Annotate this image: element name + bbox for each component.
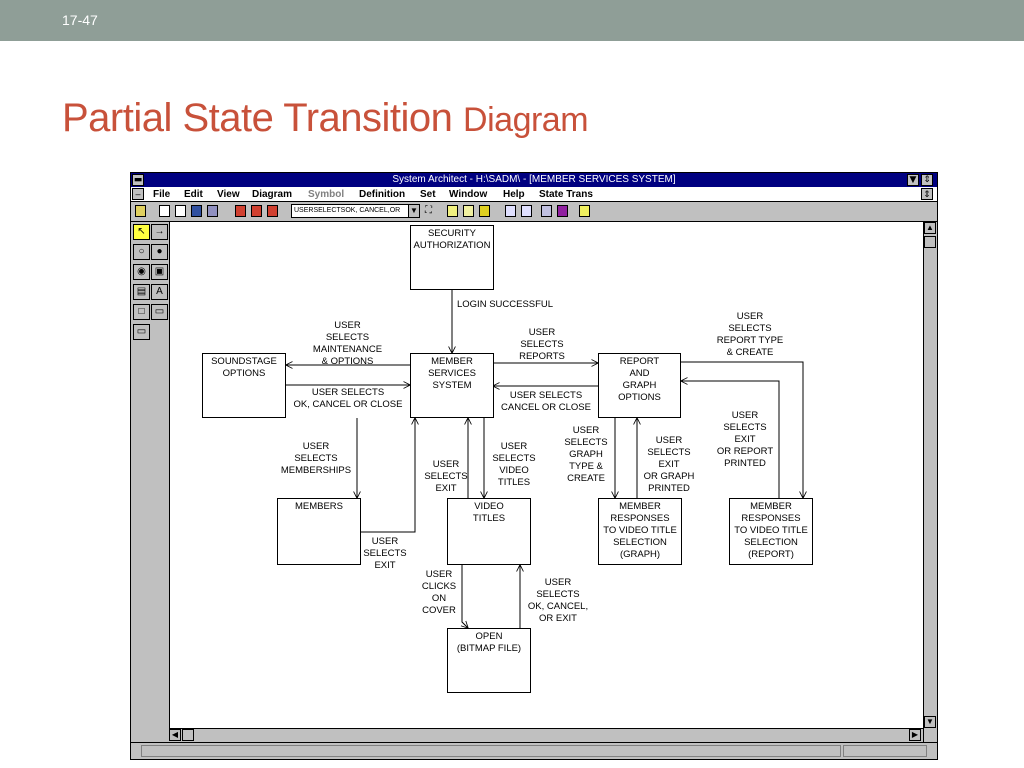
toolbar-cut-icon[interactable] xyxy=(447,205,458,217)
window-title: System Architect - H:\SADM\ - [MEMBER SE… xyxy=(392,174,676,185)
system-menu-icon[interactable]: ▬ xyxy=(132,174,144,186)
menu-help[interactable]: Help xyxy=(503,189,525,200)
window-titlebar: System Architect - H:\SADM\ - [MEMBER SE… xyxy=(131,173,937,187)
label-selects-maintenance: USER SELECTS MAINTENANCE & OPTIONS xyxy=(312,320,383,367)
state-member-responses-graph[interactable]: MEMBER RESPONSES TO VIDEO TITLE SELECTIO… xyxy=(598,498,682,565)
label-cancel-or-close: USER SELECTS CANCEL OR CLOSE xyxy=(501,390,591,413)
slide-header-bar: 17-47 xyxy=(0,0,1024,41)
menu-set[interactable]: Set xyxy=(420,189,436,200)
toolbar-color-icon[interactable] xyxy=(557,205,568,217)
toolbar-save-icon[interactable] xyxy=(191,205,202,217)
state-box-tool-icon[interactable]: □ xyxy=(133,304,150,320)
comment-tool-icon[interactable]: ▭ xyxy=(151,304,168,320)
status-bar xyxy=(131,742,937,759)
pointer-tool-icon[interactable]: ↖ xyxy=(133,224,150,240)
menu-view[interactable]: View xyxy=(217,189,240,200)
toolbar-encyclopedia-icon[interactable] xyxy=(235,205,246,217)
menu-edit[interactable]: Edit xyxy=(184,189,203,200)
menu-window[interactable]: Window xyxy=(449,189,488,200)
state-video-titles[interactable]: VIDEO TITLES xyxy=(447,498,531,565)
minimize-icon[interactable]: ▼ xyxy=(907,174,919,186)
scroll-down-icon[interactable]: ▼ xyxy=(924,716,936,728)
label-members-exit: USER SELECTS EXIT xyxy=(363,536,407,571)
scroll-left-icon[interactable]: ◀ xyxy=(169,729,181,741)
arrow-report-exit xyxy=(681,381,780,498)
arrow-clicks-cover xyxy=(462,565,468,628)
slide-title: Partial State Transition Diagram xyxy=(62,96,589,142)
arrow-report-type xyxy=(681,361,803,498)
toolbar-print-icon[interactable] xyxy=(207,205,218,217)
circle-tool-icon[interactable]: ○ xyxy=(133,244,150,260)
toolbar-clipboard-icon[interactable] xyxy=(479,205,490,217)
scroll-up-icon[interactable]: ▲ xyxy=(924,222,936,234)
label-graph-exit-printed: USER SELECTS EXIT OR GRAPH PRINTED xyxy=(643,435,695,494)
state-member-responses-report[interactable]: MEMBER RESPONSES TO VIDEO TITLE SELECTIO… xyxy=(729,498,813,565)
state-member-services-system[interactable]: MEMBER SERVICES SYSTEM xyxy=(410,353,494,418)
slide-title-tail: Diagram xyxy=(463,101,589,139)
label-ok-cancel-close: USER SELECTS OK, CANCEL OR CLOSE xyxy=(293,387,403,410)
note-tool-icon[interactable]: ▤ xyxy=(133,284,150,300)
diagram-canvas[interactable] xyxy=(169,222,923,728)
toolbar-align-center-icon[interactable] xyxy=(521,205,532,217)
final-state-tool-icon[interactable]: ◉ xyxy=(133,264,150,280)
menu-file[interactable]: File xyxy=(153,189,171,200)
binoculars-icon[interactable]: ⛶ xyxy=(425,205,436,217)
state-report-graph-options[interactable]: REPORT AND GRAPH OPTIONS xyxy=(598,353,681,418)
toolbar-lightning-icon[interactable] xyxy=(579,205,590,217)
label-report-type-create: USER SELECTS REPORT TYPE & CREATE xyxy=(716,311,784,358)
label-selects-video-titles: USER SELECTS VIDEO TITLES xyxy=(492,441,536,488)
menu-bar: – File Edit View Diagram Symbol Definiti… xyxy=(131,187,937,202)
label-login-successful: LOGIN SUCCESSFUL xyxy=(457,299,554,310)
toolbar-align-left-icon[interactable] xyxy=(505,205,516,217)
toolbar-open-icon[interactable] xyxy=(135,205,146,217)
menu-diagram[interactable]: Diagram xyxy=(252,189,293,200)
horizontal-scroll-thumb[interactable] xyxy=(182,729,194,741)
arrow-members-exit xyxy=(361,418,415,533)
label-report-exit-printed: USER SELECTS EXIT OR REPORT PRINTED xyxy=(716,410,774,469)
toolbar: USERSELECTSOK, CANCEL,OR ▼ ⛶ xyxy=(131,202,937,222)
label-video-exit: USER SELECTS EXIT xyxy=(424,459,468,494)
vertical-scroll-thumb[interactable] xyxy=(924,236,936,248)
toolbar-definition-icon[interactable] xyxy=(251,205,262,217)
state-open-bitmap-file[interactable]: OPEN (BITMAP FILE) xyxy=(447,628,531,693)
toolbar-copy-icon[interactable] xyxy=(175,205,186,217)
vertical-scrollbar[interactable]: ▲ ▼ xyxy=(923,222,937,742)
menu-symbol[interactable]: Symbol xyxy=(308,189,345,200)
label-selects-memberships: USER SELECTS MEMBERSHIPS xyxy=(280,441,352,476)
state-soundstage-options[interactable]: SOUNDSTAGE OPTIONS xyxy=(202,353,286,418)
toolbar-report-icon[interactable] xyxy=(267,205,278,217)
restore-icon[interactable]: ⇕ xyxy=(921,174,933,186)
slide-title-main: Partial State Transition xyxy=(62,96,453,140)
transition-tool-icon[interactable]: → xyxy=(151,224,168,240)
state-security-authorization[interactable]: SECURITY AUTHORIZATION xyxy=(410,225,494,290)
label-selects-reports: USER SELECTS REPORTS xyxy=(519,327,565,362)
toolbar-new-icon[interactable] xyxy=(159,205,170,217)
document-restore-icon[interactable]: ⇕ xyxy=(921,188,933,200)
picture-tool-icon[interactable]: ▣ xyxy=(151,264,168,280)
symbol-palette: ↖ → ○ ● ◉ ▣ ▤ A □ ▭ ▭ xyxy=(131,222,169,742)
label-graph-type-create: USER SELECTS GRAPH TYPE & CREATE xyxy=(564,425,608,484)
toolbar-align-right-icon[interactable] xyxy=(541,205,552,217)
toolbar-paste-icon[interactable] xyxy=(463,205,474,217)
menu-definition[interactable]: Definition xyxy=(359,189,406,200)
horizontal-scrollbar[interactable]: ◀ ▶ xyxy=(169,728,923,742)
slide-number: 17-47 xyxy=(62,12,98,28)
text-tool-icon[interactable]: A xyxy=(151,284,168,300)
state-members[interactable]: MEMBERS xyxy=(277,498,361,565)
status-field-right xyxy=(843,745,927,757)
menu-state-trans[interactable]: State Trans xyxy=(539,189,593,200)
label-clicks-on-cover: USER CLICKS ON COVER xyxy=(421,569,457,616)
document-menu-icon[interactable]: – xyxy=(132,188,144,200)
label-ok-cancel-exit: USER SELECTS OK, CANCEL, OR EXIT xyxy=(527,577,589,624)
rounded-box-tool-icon[interactable]: ▭ xyxy=(133,324,150,340)
start-state-tool-icon[interactable]: ● xyxy=(151,244,168,260)
status-field-main xyxy=(141,745,841,757)
scroll-right-icon[interactable]: ▶ xyxy=(909,729,921,741)
combo-dropdown-icon[interactable]: ▼ xyxy=(408,204,420,218)
